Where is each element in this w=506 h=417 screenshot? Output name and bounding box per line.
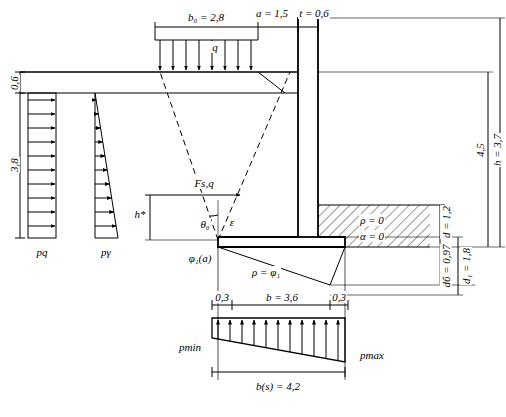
dimension-label: a = 1,5 xyxy=(255,7,289,19)
load-arrow xyxy=(218,320,219,339)
dimension-label: θ₀ xyxy=(199,218,210,230)
load-arrow xyxy=(238,40,239,70)
load-arrow xyxy=(338,320,339,361)
load-arrow xyxy=(95,226,116,227)
load-arrow xyxy=(28,128,55,129)
dimension-label: 3,8 xyxy=(8,157,20,173)
dimension-label: b₀ = 2,8 xyxy=(187,11,225,23)
load-arrow xyxy=(278,320,279,350)
load-arrow xyxy=(230,320,231,341)
dimension-label: pγ xyxy=(100,246,112,258)
dimension-label: dб = 0,97 xyxy=(440,243,452,288)
dimension-label: d = 1,2 xyxy=(440,205,452,239)
load-arrow xyxy=(290,320,291,352)
dimension-label: Fs,q xyxy=(193,177,214,189)
load-arrow xyxy=(95,170,107,171)
load-arrow xyxy=(28,170,55,171)
load-arrow xyxy=(95,142,103,143)
dimension-label: pq xyxy=(36,246,49,258)
dimension-label: h = 3,7 xyxy=(491,133,503,167)
load-arrow xyxy=(28,100,55,101)
dimension-label: b(s) = 4,2 xyxy=(255,380,301,392)
dimension-label: q xyxy=(211,41,219,53)
load-arrow xyxy=(242,320,243,343)
load-arrow xyxy=(266,320,267,348)
load-arrow xyxy=(254,320,255,346)
dimension-label: t = 0,6 xyxy=(298,7,330,19)
dimension-label: h* xyxy=(134,208,147,220)
dimension-label: α = 0 xyxy=(359,230,385,242)
dimension-label: φ₁(a) xyxy=(188,252,213,264)
load-arrow xyxy=(95,114,98,115)
load-arrow xyxy=(95,156,105,157)
load-arrow xyxy=(28,114,55,115)
load-arrow xyxy=(95,128,101,129)
dimension-label: ρ = φ₁ xyxy=(251,266,281,278)
dimension-label: b = 3,6 xyxy=(265,291,299,303)
load-arrow xyxy=(28,212,55,213)
dimension-label: d₁ = 1,8 xyxy=(460,247,472,285)
load-arrow xyxy=(28,184,55,185)
load-arrow xyxy=(28,226,55,227)
load-arrow xyxy=(28,198,55,199)
load-arrow xyxy=(326,320,327,359)
dimension-label: ε xyxy=(229,216,235,228)
dimension-label: ρ = 0 xyxy=(359,214,385,226)
load-arrow xyxy=(199,40,200,70)
load-arrow xyxy=(28,156,55,157)
load-arrow xyxy=(173,40,174,70)
load-arrow xyxy=(302,320,303,354)
load-arrow xyxy=(95,198,112,199)
dimension-label: pmin xyxy=(178,341,202,353)
dimension-label: pmax xyxy=(359,349,385,361)
load-arrow xyxy=(225,40,226,70)
load-arrow xyxy=(95,184,109,185)
dimension-label: 0,3 xyxy=(214,291,230,303)
load-arrow xyxy=(95,100,96,101)
load-arrow xyxy=(160,40,161,70)
load-arrow xyxy=(251,40,252,70)
load-arrow xyxy=(314,320,315,356)
dimension-label: 4,5 xyxy=(474,142,486,158)
load-arrow xyxy=(95,212,114,213)
dimension-label: 0,6 xyxy=(8,75,20,91)
load-arrow xyxy=(186,40,187,70)
dimension-label: 0,3 xyxy=(331,291,347,303)
load-arrow xyxy=(28,142,55,143)
